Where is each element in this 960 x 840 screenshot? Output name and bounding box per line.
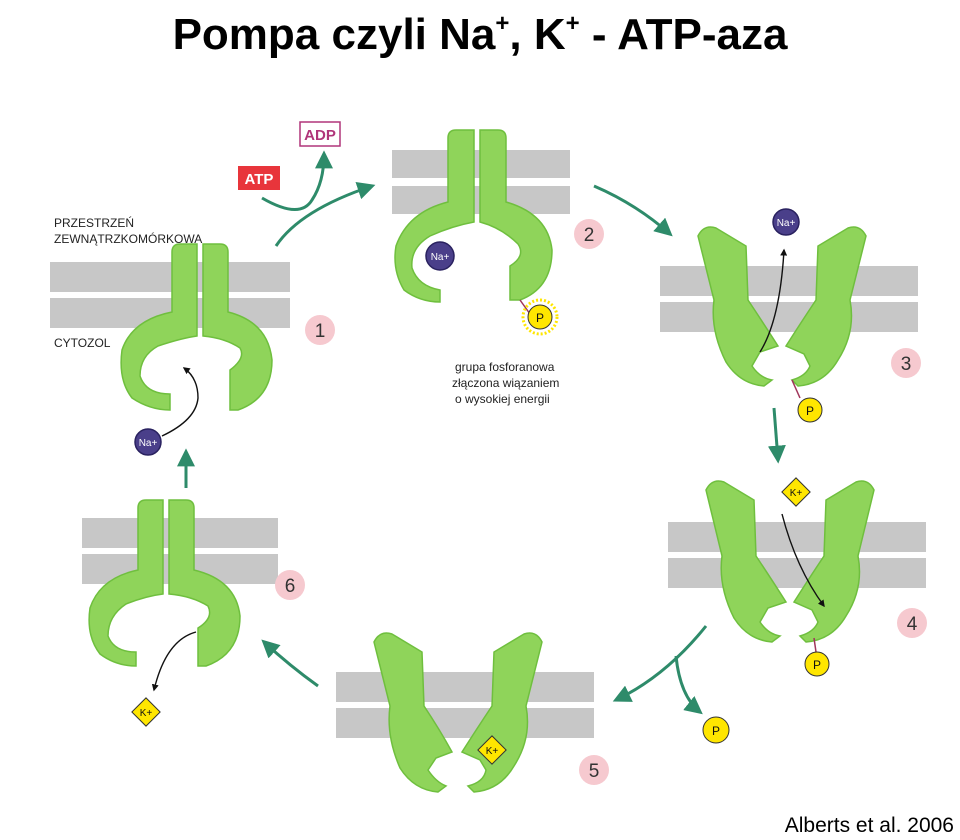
- step-badge-1: 1: [305, 315, 335, 345]
- svg-text:P: P: [536, 311, 544, 325]
- phosphate-note-line3: o wysokiej energii: [455, 392, 550, 406]
- na-ion-step-3: Na+: [772, 208, 800, 236]
- phosphate-released: P: [702, 716, 730, 744]
- phosphate-note-line1: grupa fosforanowa: [455, 360, 555, 374]
- phosphate-linkers: [519, 299, 817, 653]
- svg-text:P: P: [806, 404, 814, 418]
- step-badge-6: 6: [275, 570, 305, 600]
- step-badge-4: 4: [897, 608, 927, 638]
- svg-text:ATP: ATP: [245, 171, 274, 188]
- atp-label: ATP: [238, 166, 280, 190]
- pump-protein-step-3: [697, 226, 867, 387]
- pump-protein-step-2: [394, 129, 553, 303]
- k-ion-step-5: K+: [477, 735, 507, 765]
- cycle-arrows: [177, 150, 786, 715]
- svg-text:K+: K+: [790, 488, 803, 499]
- svg-text:4: 4: [907, 614, 918, 635]
- pump-protein-step-4: [705, 480, 875, 643]
- phosphate-step-2: P: [521, 298, 559, 336]
- na-ion-step-1: Na+: [134, 428, 162, 456]
- svg-text:1: 1: [315, 321, 326, 342]
- svg-text:K+: K+: [140, 708, 153, 719]
- phosphate-note-line2: złączona wiązaniem: [452, 376, 559, 390]
- svg-text:Na+: Na+: [139, 438, 158, 449]
- extracellular-label-line1: PRZESTRZEŃ: [54, 215, 134, 230]
- adp-label: ADP: [299, 121, 341, 147]
- svg-text:5: 5: [589, 761, 600, 782]
- svg-text:6: 6: [285, 576, 296, 597]
- phosphate-step-3: P: [797, 397, 823, 423]
- membrane-step-5: [336, 672, 594, 738]
- na-ion-step-2: Na+: [425, 241, 455, 271]
- svg-text:P: P: [712, 724, 720, 738]
- svg-text:Na+: Na+: [777, 218, 796, 229]
- step-badge-2: 2: [574, 219, 604, 249]
- ion-arrows: [151, 248, 825, 692]
- k-ion-step-6: K+: [131, 697, 161, 727]
- pump-protein-step-1: [120, 243, 273, 411]
- page-title: Pompa czyli Na+, K+ - ATP-aza: [172, 10, 788, 59]
- membrane-step-4: [668, 522, 926, 588]
- svg-text:P: P: [813, 658, 821, 672]
- k-ion-step-4: K+: [781, 477, 811, 507]
- phosphate-step-4: P: [804, 651, 830, 677]
- pump-protein-step-6: [88, 499, 241, 667]
- svg-text:Na+: Na+: [431, 252, 450, 263]
- svg-text:3: 3: [901, 354, 912, 375]
- svg-text:K+: K+: [486, 746, 499, 757]
- extracellular-label-line2: ZEWNĄTRZKOMÓRKOWA: [54, 231, 202, 246]
- step-badge-5: 5: [579, 755, 609, 785]
- svg-text:2: 2: [584, 225, 595, 246]
- source-credit: Alberts et al. 2006: [784, 814, 954, 837]
- membrane-step-3: [660, 266, 918, 332]
- cytosol-label: CYTOZOL: [54, 336, 111, 350]
- svg-text:ADP: ADP: [304, 127, 336, 144]
- step-badge-3: 3: [891, 348, 921, 378]
